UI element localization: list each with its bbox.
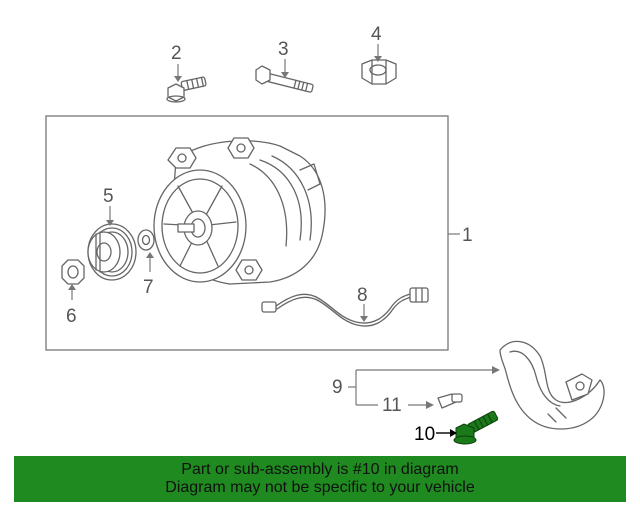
callout-3[interactable]: 3 [278,39,289,60]
callout-11[interactable]: 11 [382,395,402,416]
washer-part-7[interactable] [137,229,155,251]
nut-part-6[interactable] [61,259,85,285]
bolt-part-3[interactable] [255,65,314,93]
callout-8[interactable]: 8 [357,285,368,306]
callout-2[interactable]: 2 [171,43,182,64]
alternator-part-1[interactable] [153,137,326,285]
pulley-part-5[interactable] [87,223,137,281]
info-banner: Part or sub-assembly is #10 in diagram D… [14,456,626,502]
callout-9[interactable]: 9 [332,377,343,398]
harness-part-8[interactable] [261,287,429,327]
banner-line-2: Diagram may not be specific to your vehi… [165,479,475,496]
callout-1[interactable]: 1 [462,225,473,246]
callout-10[interactable]: 10 [414,424,435,445]
callout-4[interactable]: 4 [371,24,382,45]
bolt-part-2[interactable] [166,76,207,103]
parts-diagram: 1 2 3 4 [45,24,605,445]
clip-part-11[interactable] [437,393,463,409]
bolt-part-10[interactable] [453,410,499,445]
callout-6[interactable]: 6 [66,306,77,327]
assembly-frame [45,115,449,351]
callout-7[interactable]: 7 [143,277,154,298]
callout-5[interactable]: 5 [103,186,114,207]
banner-line-1: Part or sub-assembly is #10 in diagram [181,461,459,478]
shield-part-9[interactable] [499,340,605,430]
nut-part-4[interactable] [361,59,397,85]
